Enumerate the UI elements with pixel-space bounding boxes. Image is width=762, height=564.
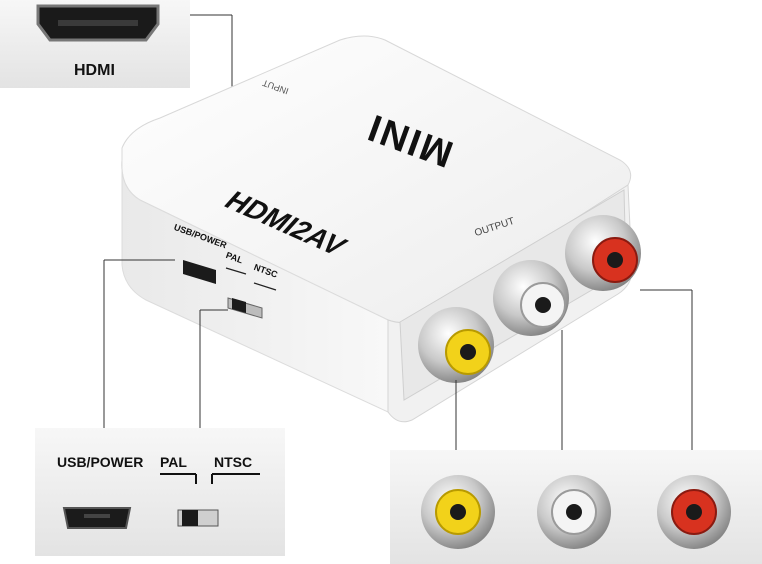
bottom-left-inset — [35, 428, 285, 556]
bottom-right-inset — [390, 450, 762, 564]
inset-usb-label: USB/POWER — [57, 454, 144, 470]
inset-rca-red-icon — [657, 475, 731, 549]
converter-device — [121, 35, 641, 423]
device-usb-port-icon — [183, 260, 216, 284]
device-rca-yellow-icon — [418, 307, 494, 383]
bottom-left-inset-panel — [35, 428, 285, 556]
inset-pal-label: PAL — [160, 454, 187, 470]
device-rca-red-icon — [565, 215, 641, 291]
hdmi-inset-label: HDMI — [74, 62, 115, 79]
hdmi-inset — [0, 0, 190, 88]
inset-ntsc-label: NTSC — [214, 454, 253, 470]
inset-rca-white-icon — [537, 475, 611, 549]
inset-rca-yellow-icon — [421, 475, 495, 549]
device-rca-white-icon — [493, 260, 569, 336]
